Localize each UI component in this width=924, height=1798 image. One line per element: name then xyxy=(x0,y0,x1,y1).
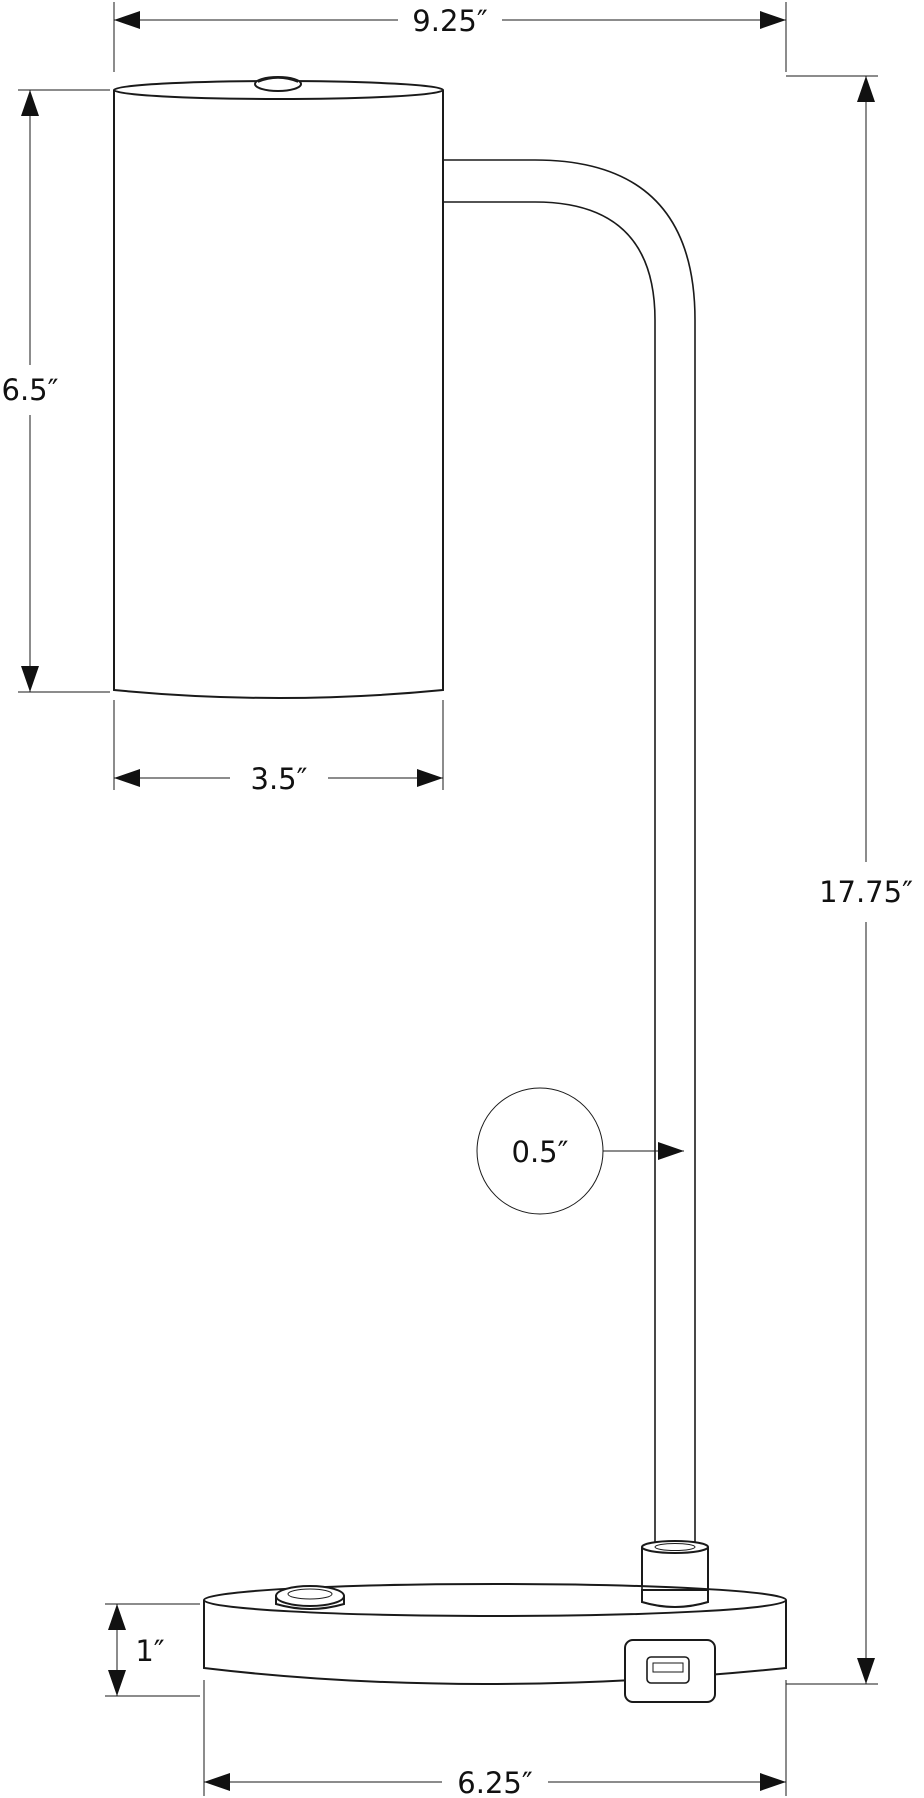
pole-diameter-label: 0.5″ xyxy=(512,1135,569,1169)
dimension-base-width: 6.25″ xyxy=(203,1680,787,1798)
overall-width-label: 9.25″ xyxy=(412,4,488,38)
dimension-overall-width: 9.25″ xyxy=(113,2,787,72)
lamp-shade xyxy=(113,76,444,699)
dimension-base-height: 1″ xyxy=(105,1603,200,1697)
base-width-label: 6.25″ xyxy=(457,1766,533,1798)
lamp-base xyxy=(203,1583,787,1703)
shade-width-label: 3.5″ xyxy=(251,762,308,796)
lamp-arm xyxy=(443,159,696,1575)
dimension-pole-diameter: 0.5″ xyxy=(476,1087,684,1215)
dimension-shade-width: 3.5″ xyxy=(113,700,444,796)
dimension-overall-height: 17.75″ xyxy=(786,75,913,1685)
shade-height-label: 6.5″ xyxy=(2,373,59,407)
base-switch-button xyxy=(275,1585,345,1610)
overall-height-label: 17.75″ xyxy=(819,875,913,909)
base-height-label: 1″ xyxy=(135,1634,164,1668)
dimension-shade-height: 6.5″ xyxy=(2,89,110,693)
shade-top-knob xyxy=(254,76,302,92)
usb-port-icon xyxy=(624,1639,716,1703)
